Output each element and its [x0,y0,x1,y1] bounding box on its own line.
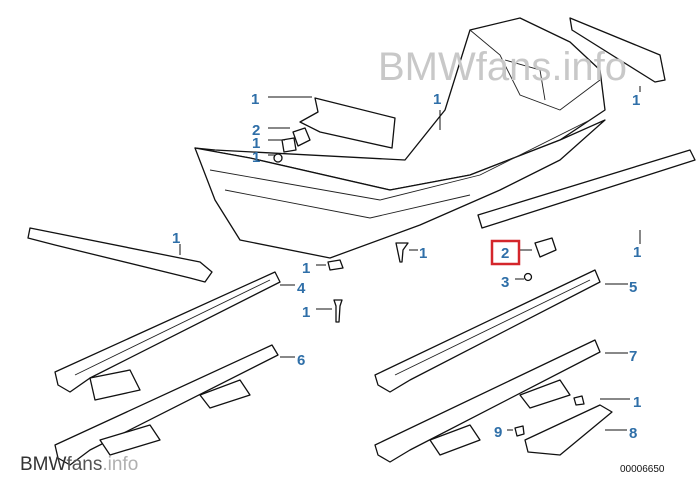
callout-label-highlighted[interactable]: 2 [501,245,509,262]
bumper-cover[interactable] [194,17,606,259]
callout-label[interactable]: 1 [633,244,641,261]
clip-plate[interactable] [292,127,311,147]
spoiler-6[interactable] [54,344,279,466]
callout-label[interactable]: 9 [494,424,502,441]
spoiler-4[interactable] [54,271,281,401]
spoiler-7[interactable] [374,339,601,463]
watermark-top: BMWfans.info [378,45,627,89]
expanding-rivet[interactable] [395,242,409,263]
diagram-code: 00006650 [620,464,665,475]
callout-label[interactable]: 1 [302,260,310,277]
highlight-box [490,239,521,266]
spoiler-5[interactable] [374,269,601,393]
screw[interactable] [273,153,283,163]
clip-small[interactable] [327,259,344,271]
trim-strip-left[interactable] [27,227,213,283]
callout-label[interactable]: 1 [252,149,260,166]
clip[interactable] [281,137,297,153]
callout-label[interactable]: 1 [172,230,180,247]
screw-small[interactable] [333,299,343,323]
callout-label[interactable]: 4 [297,280,306,297]
bracket-8[interactable] [524,404,613,456]
callout-label[interactable]: 6 [297,352,305,369]
clip-round[interactable] [523,272,533,282]
watermark-bottom: BMWfans.info [20,454,138,475]
callout-label[interactable]: 1 [433,91,441,108]
callout-label[interactable]: 8 [629,425,637,442]
trim-strip-right[interactable] [477,149,696,229]
leader-lines [179,86,641,431]
clip-near-8[interactable] [573,395,585,406]
callout-label[interactable]: 5 [629,279,637,296]
trim-strip-top-right[interactable] [569,17,666,83]
callout-label[interactable]: 1 [419,245,427,262]
callout-label[interactable]: 1 [632,92,640,109]
callout-labels: 1 1 1 2 1 1 1 1 1 1 2 3 4 5 1 6 7 1 9 8 [172,91,641,442]
callout-label[interactable]: 1 [251,91,259,108]
clip-9[interactable] [514,425,525,437]
callout-label[interactable]: 1 [252,135,260,152]
callout-label[interactable]: 1 [302,304,310,321]
callout-label[interactable]: 1 [633,394,641,411]
cover-cap[interactable] [534,237,557,258]
callout-label[interactable]: 7 [629,348,637,365]
callout-label[interactable]: 3 [501,274,509,291]
bumper-bracket[interactable] [299,97,396,149]
callout-label[interactable]: 2 [252,122,260,139]
